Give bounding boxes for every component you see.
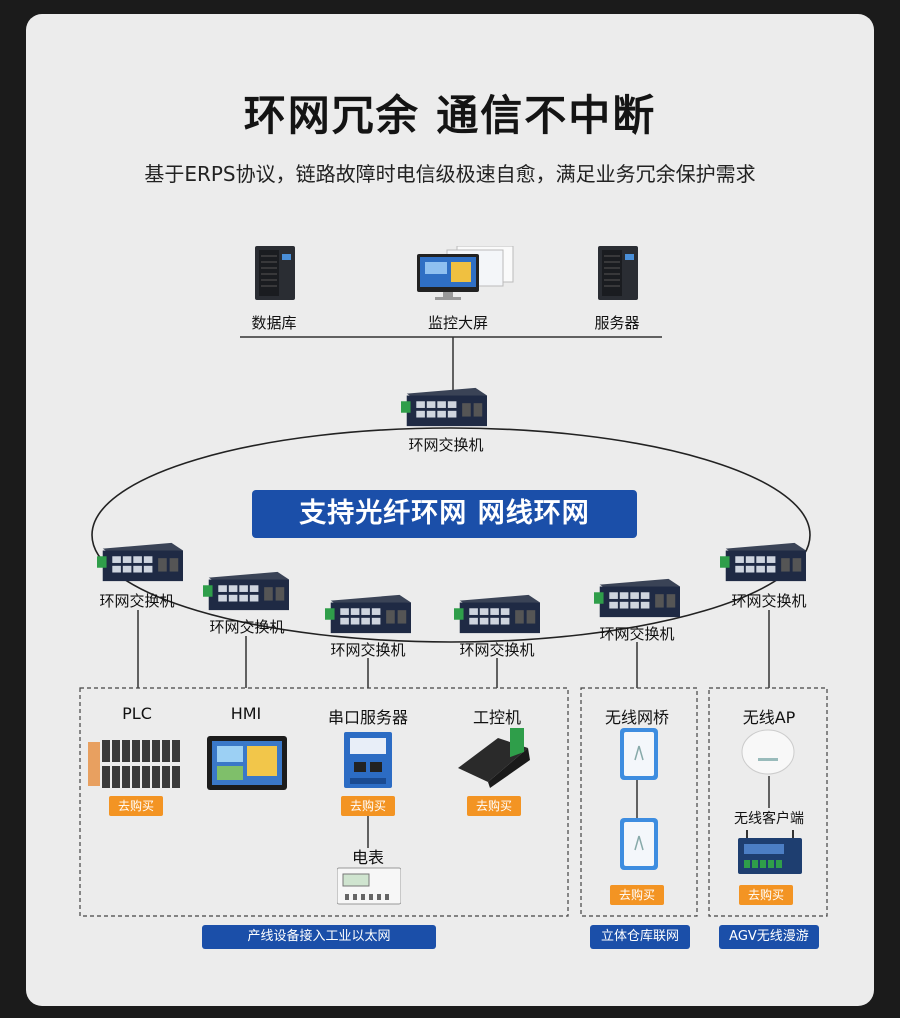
wireless-bridge-buy-button[interactable]: 去购买 bbox=[610, 885, 664, 905]
ring-switch-4-icon bbox=[454, 594, 540, 634]
database-rack-icon bbox=[255, 246, 295, 300]
electric-meter-icon bbox=[337, 867, 401, 905]
fiber-ring-banner: 支持光纤环网 网线环网 bbox=[252, 490, 637, 538]
plc-buy-button[interactable]: 去购买 bbox=[109, 796, 163, 816]
ipc-label: 工控机 bbox=[472, 708, 522, 727]
wireless-bridge-bottom-icon bbox=[620, 818, 658, 870]
ring-network bbox=[91, 427, 811, 643]
agv-group-tag: AGV无线漫游 bbox=[719, 925, 819, 949]
ring-switch-4-label: 环网交换机 bbox=[459, 641, 535, 659]
agv-group-box bbox=[708, 687, 828, 917]
hmi-label: HMI bbox=[230, 704, 262, 723]
production-group-tag: 产线设备接入工业以太网 bbox=[202, 925, 436, 949]
ring-switch-3-icon bbox=[325, 594, 411, 634]
industrial-pc-icon bbox=[458, 728, 530, 788]
page-title: 环网冗余 通信不中断 bbox=[243, 91, 657, 140]
ring-switch-5-label: 环网交换机 bbox=[599, 625, 675, 643]
page-subtitle: 基于ERPS协议，链路故障时电信级极速自愈，满足业务冗余保护需求 bbox=[144, 162, 756, 186]
serial-server-label: 串口服务器 bbox=[327, 708, 409, 727]
server-rack-icon bbox=[598, 246, 638, 300]
monitor-screen-icon bbox=[417, 246, 514, 300]
wireless-ap-label: 无线AP bbox=[742, 708, 796, 727]
plc-label: PLC bbox=[122, 704, 152, 723]
database-label: 数据库 bbox=[251, 314, 297, 332]
warehouse-group-tag: 立体仓库联网 bbox=[590, 925, 690, 949]
production-group-box bbox=[79, 687, 569, 917]
serial-server-icon bbox=[344, 732, 392, 788]
wireless-client-buy-button[interactable]: 去购买 bbox=[739, 885, 793, 905]
server-label: 服务器 bbox=[594, 314, 640, 332]
monitor-label: 监控大屏 bbox=[427, 314, 489, 332]
core-switch-label: 环网交换机 bbox=[408, 436, 484, 454]
ring-switch-2-label: 环网交换机 bbox=[209, 618, 285, 636]
warehouse-group-box bbox=[580, 687, 698, 917]
ipc-buy-button[interactable]: 去购买 bbox=[467, 796, 521, 816]
plc-modules-icon bbox=[88, 740, 180, 788]
serial-server-buy-button[interactable]: 去购买 bbox=[341, 796, 395, 816]
wireless-ap-icon bbox=[741, 729, 795, 775]
hmi-panel-icon bbox=[207, 736, 287, 790]
ring-switch-6-label: 环网交换机 bbox=[731, 592, 807, 610]
wireless-bridge-label: 无线网桥 bbox=[604, 708, 670, 727]
ring-switch-1-label: 环网交换机 bbox=[99, 592, 175, 610]
meter-label: 电表 bbox=[351, 848, 385, 867]
wireless-bridge-top-icon bbox=[620, 728, 658, 780]
wireless-client-icon bbox=[738, 830, 802, 874]
ring-switch-2-icon bbox=[203, 571, 289, 611]
ring-switch-5-icon bbox=[594, 578, 680, 618]
ring-switch-3-label: 环网交换机 bbox=[330, 641, 406, 659]
core-ring-switch-icon bbox=[401, 387, 487, 427]
ring-switch-6-icon bbox=[720, 542, 806, 582]
ring-switch-1-icon bbox=[97, 542, 183, 582]
wireless-client-label: 无线客户端 bbox=[734, 811, 804, 827]
